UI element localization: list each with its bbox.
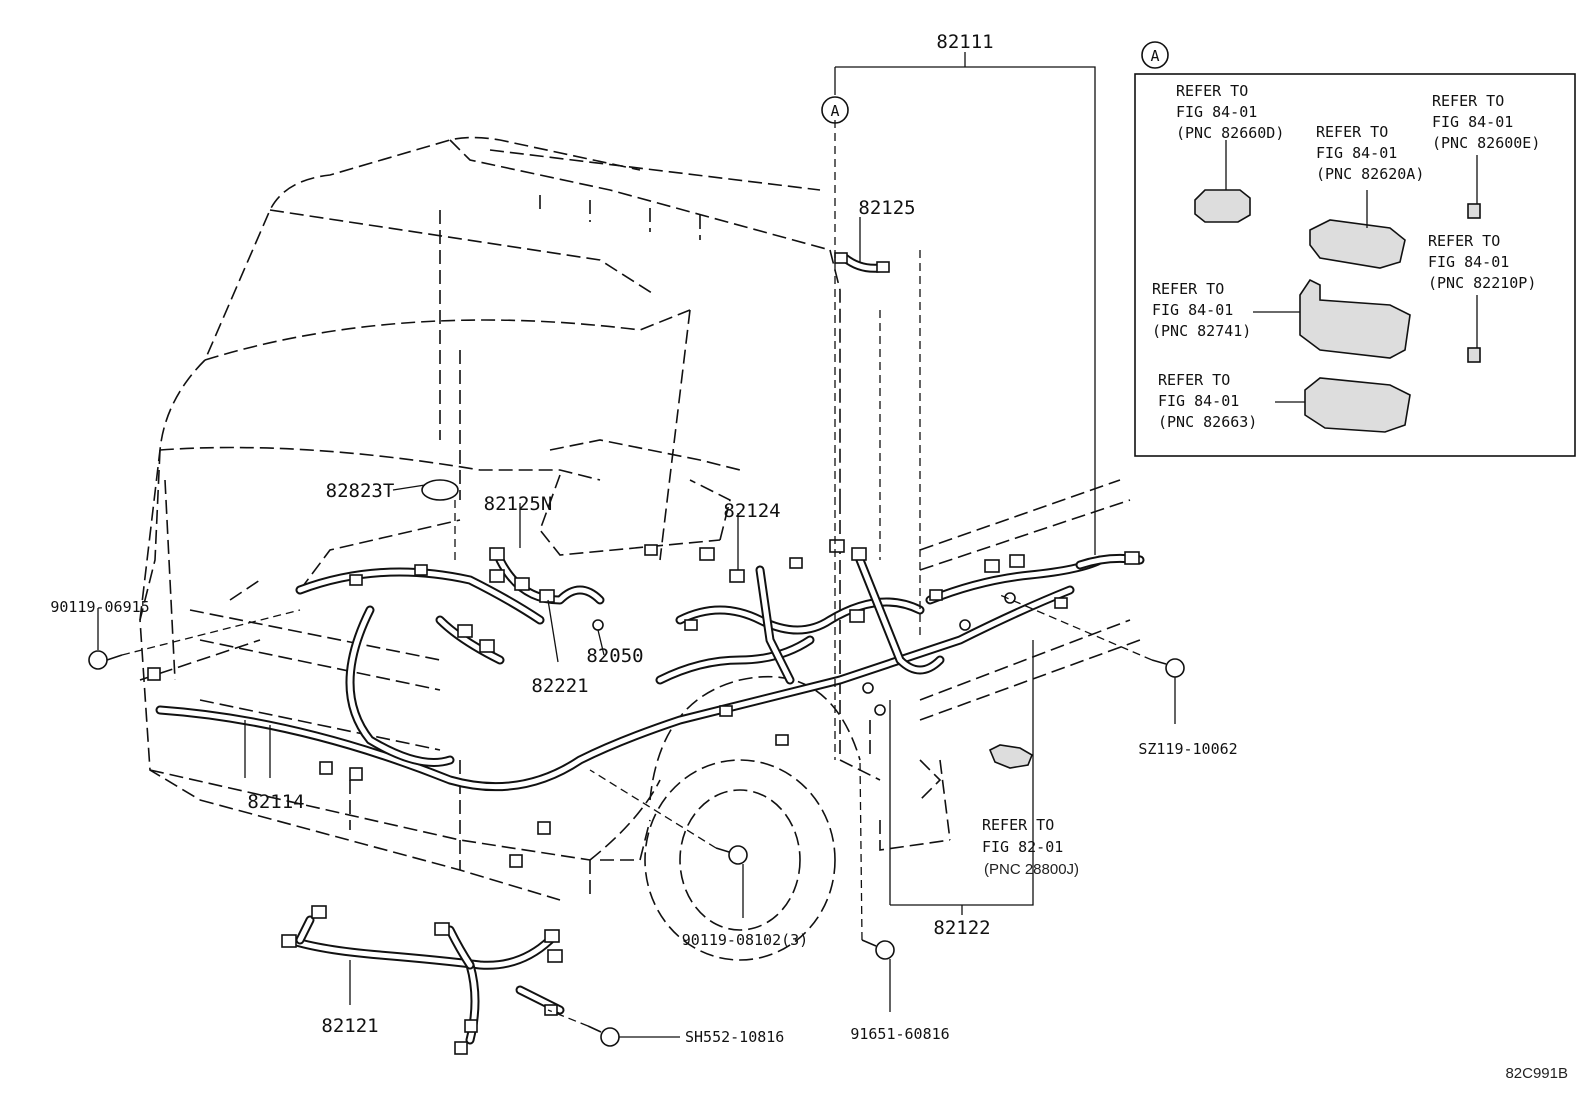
svg-text:FIG 84-01: FIG 84-01 <box>1432 113 1513 131</box>
part-82600e <box>1467 203 1481 219</box>
svg-text:(PNC 82663): (PNC 82663) <box>1158 413 1257 431</box>
callout-a-main: A <box>821 96 849 124</box>
bolt-icon-90119-06915 <box>88 650 123 670</box>
label-82114: 82114 <box>247 791 304 813</box>
label-82111: 82111 <box>936 31 993 53</box>
svg-text:FIG 84-01: FIG 84-01 <box>1176 103 1257 121</box>
bolt-icon-sz119 <box>1151 658 1185 678</box>
callout-a-inset: A <box>1141 41 1169 69</box>
label-82221: 82221 <box>531 675 588 697</box>
svg-text:(PNC 82620A): (PNC 82620A) <box>1316 165 1424 183</box>
bolt-icon-sh552 <box>587 1025 620 1047</box>
label-sh552-10816: SH552-10816 <box>685 1028 784 1046</box>
svg-text:REFER TO: REFER TO <box>1316 123 1388 141</box>
leader-lines <box>97 52 1176 1038</box>
svg-text:FIG 84-01: FIG 84-01 <box>1152 301 1233 319</box>
label-82124: 82124 <box>723 500 780 522</box>
label-82125: 82125 <box>858 197 915 219</box>
svg-text:(PNC 82660D): (PNC 82660D) <box>1176 124 1284 142</box>
svg-text:(PNC 82600E): (PNC 82600E) <box>1432 134 1540 152</box>
cab-outline <box>139 136 1141 961</box>
label-82823t: 82823T <box>326 480 395 502</box>
label-82121: 82121 <box>321 1015 378 1037</box>
svg-text:REFER TO: REFER TO <box>1428 232 1500 250</box>
label-82122: 82122 <box>933 917 990 939</box>
part-82620a <box>1309 219 1406 269</box>
inset-panel <box>1134 73 1576 457</box>
svg-text:A: A <box>1150 47 1159 65</box>
svg-text:FIG 84-01: FIG 84-01 <box>1316 144 1397 162</box>
refer-28800j-line1: REFER TO <box>982 816 1054 834</box>
svg-text:REFER TO: REFER TO <box>1432 92 1504 110</box>
refer-28800j-line3: (PNC 28800J) <box>984 861 1079 878</box>
svg-text:(PNC 82210P): (PNC 82210P) <box>1428 274 1536 292</box>
refer-28800j-line2: FIG 82-01 <box>982 838 1063 856</box>
label-82125n: 82125N <box>484 493 553 515</box>
harness-lines <box>155 253 1145 1045</box>
bracket-28800j <box>988 744 1033 769</box>
label-90119-06915: 90119-06915 <box>50 598 149 616</box>
bolt-icon-90119-08102 <box>715 845 748 865</box>
svg-text:REFER TO: REFER TO <box>1152 280 1224 298</box>
svg-text:A: A <box>830 102 839 120</box>
label-sz119-10062: SZ119-10062 <box>1138 740 1237 758</box>
label-91651-60816: 91651-60816 <box>850 1025 949 1043</box>
part-82741 <box>1299 278 1411 359</box>
part-82660d <box>1194 189 1251 223</box>
label-90119-08102: 90119-08102(3) <box>682 931 808 949</box>
part-82663 <box>1304 377 1411 433</box>
label-82050: 82050 <box>586 645 643 667</box>
svg-text:REFER TO: REFER TO <box>1176 82 1248 100</box>
bolt-icon-91651 <box>861 939 895 960</box>
connectors <box>147 252 1140 1055</box>
inset-labels: REFER TO FIG 84-01 (PNC 82660D) REFER TO… <box>1152 82 1540 431</box>
svg-text:FIG 84-01: FIG 84-01 <box>1158 392 1239 410</box>
svg-text:REFER TO: REFER TO <box>1158 371 1230 389</box>
svg-text:FIG 84-01: FIG 84-01 <box>1428 253 1509 271</box>
part-82210p <box>1467 347 1481 363</box>
svg-text:(PNC 82741): (PNC 82741) <box>1152 322 1251 340</box>
diagram-code: 82C991B <box>1505 1065 1568 1082</box>
part-labels: 82111 82125 82823T 82125N 82124 90119-06… <box>50 31 1237 1046</box>
